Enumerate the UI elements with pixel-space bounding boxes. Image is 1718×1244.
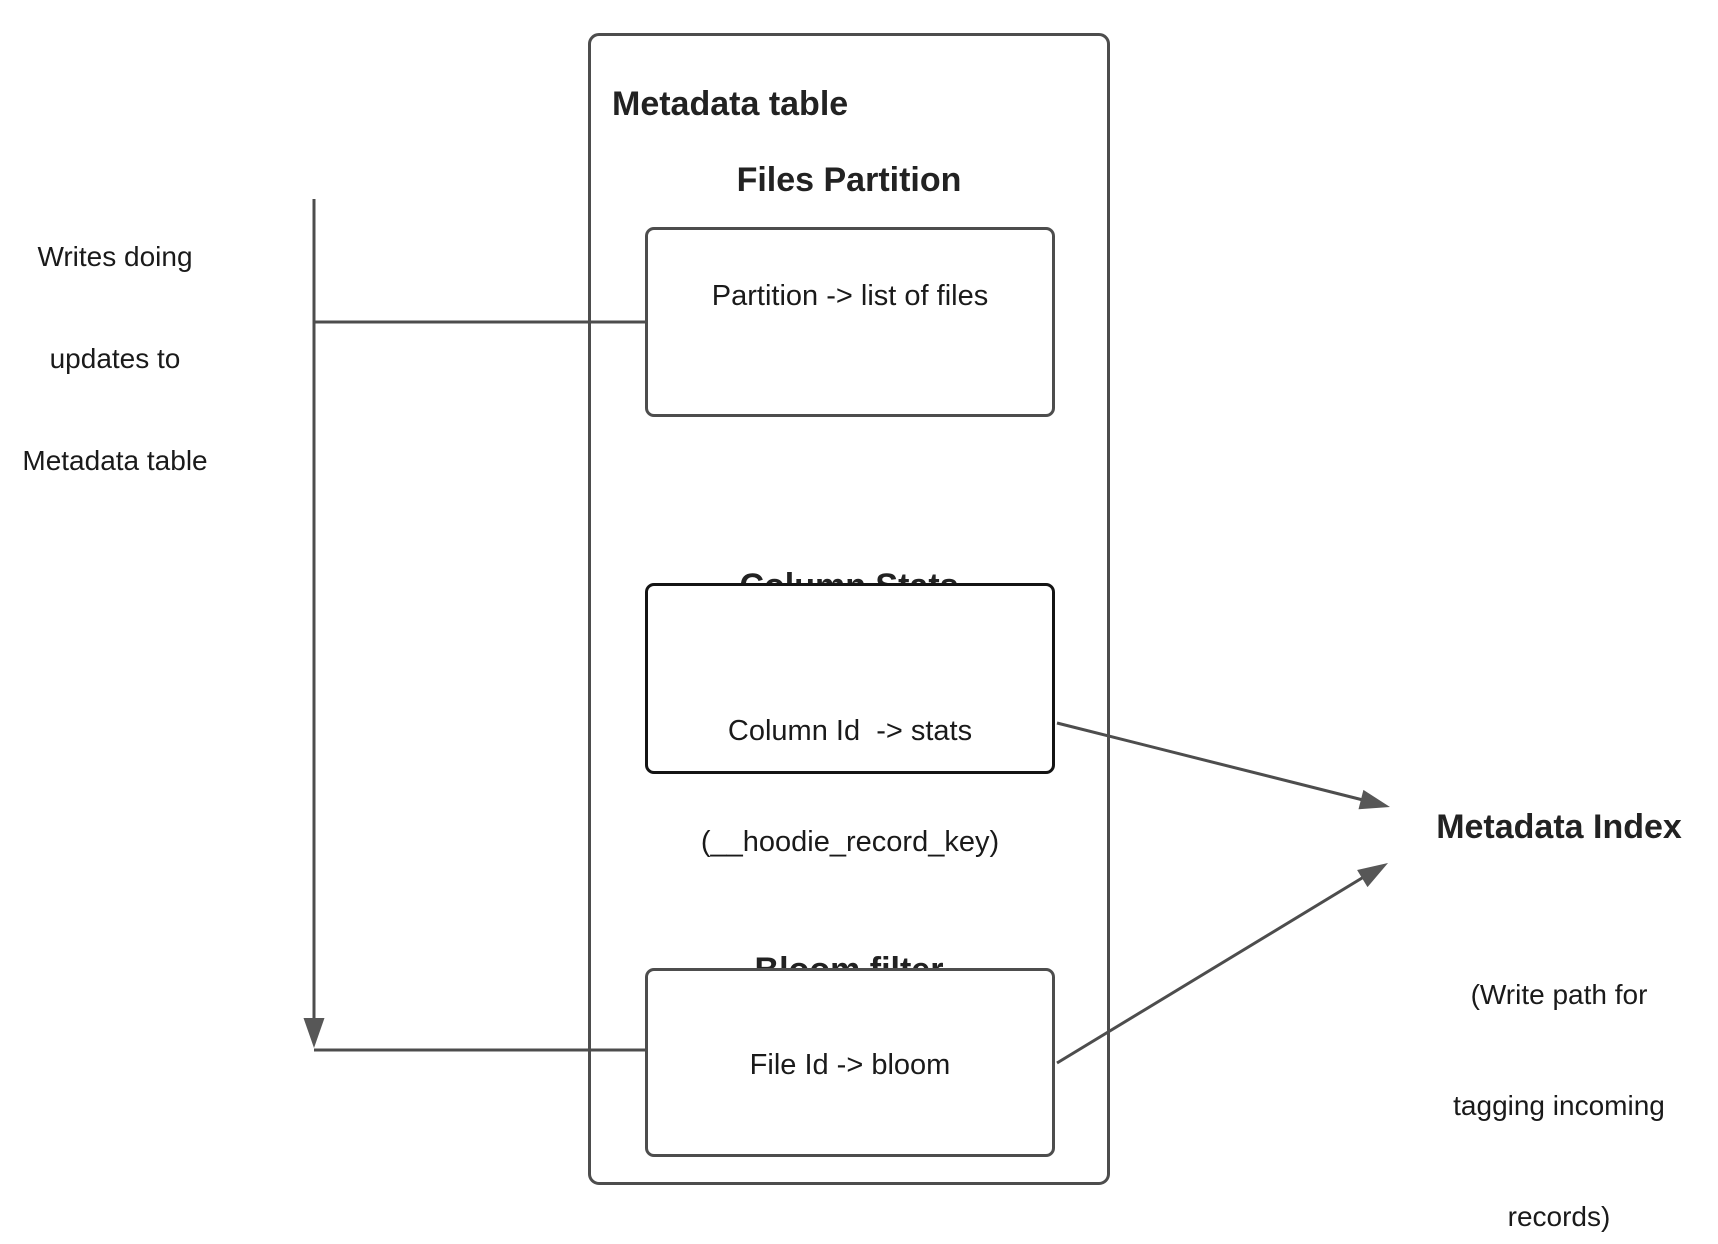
metadata-index-subtitle-line: tagging incoming	[1453, 1090, 1665, 1121]
writes-update-arrow	[303, 199, 325, 1048]
files-partition-title: Files Partition	[736, 161, 962, 199]
writes-note-line: Writes doing	[37, 241, 193, 272]
column-stats-partition-box: Column Id -> stats (__hoodie_record_key)	[645, 583, 1055, 858]
column-stats-mapping-line: (__hoodie_record_key)	[700, 826, 1000, 858]
bloom-filter-mapping: File Id -> bloom	[749, 1049, 951, 1081]
metadata-index-subtitle-line: (Write path for	[1470, 979, 1648, 1010]
column-stats-mapping-line: Column Id -> stats	[727, 715, 973, 747]
metadata-index-title: Metadata Index	[1436, 808, 1682, 846]
metadata-index-subtitle: (Write path for tagging incoming records…	[1398, 902, 1718, 1244]
metadata-table-title: Metadata table	[612, 85, 849, 123]
writes-note-line: Metadata table	[22, 445, 208, 476]
metadata-table-container	[588, 33, 1110, 1185]
files-partition-mapping: Partition -> list of files	[711, 280, 989, 312]
bloom-filter-partition-box: File Id -> bloom	[645, 968, 1055, 1157]
column-stats-mapping: Column Id -> stats (__hoodie_record_key)	[648, 639, 1052, 935]
writes-note-line: updates to	[49, 343, 181, 374]
files-partition-box: Partition -> list of files	[645, 227, 1055, 417]
writes-note: Writes doing updates to Metadata table	[10, 172, 220, 546]
metadata-index-subtitle-line: records)	[1507, 1201, 1611, 1232]
